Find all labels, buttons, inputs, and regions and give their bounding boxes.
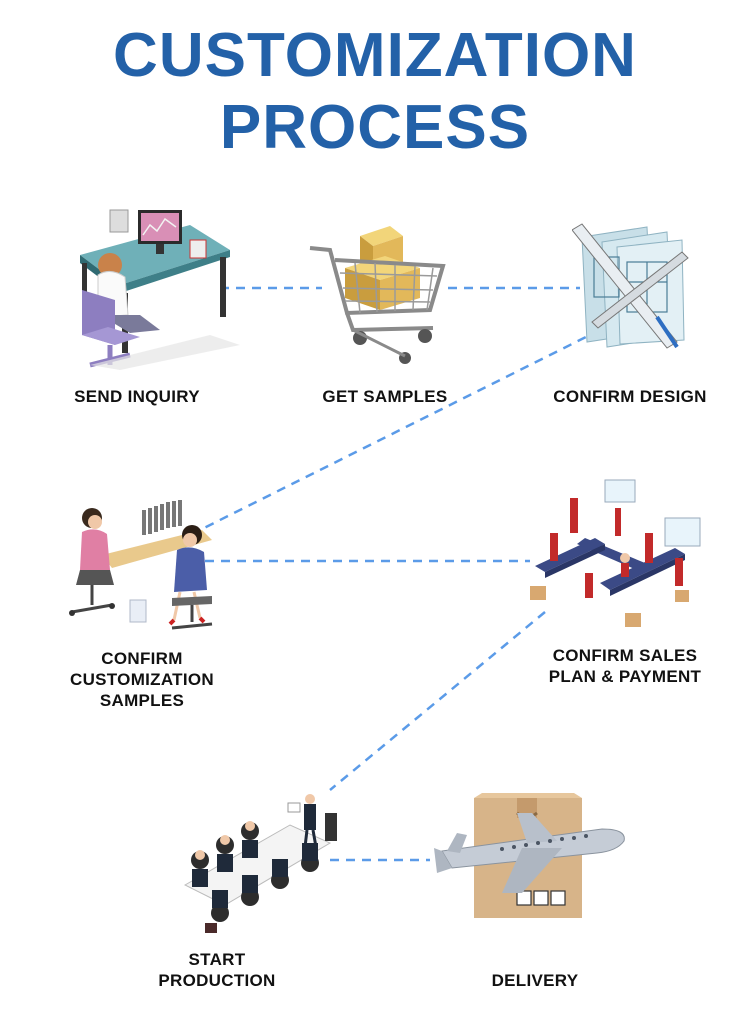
step-label-delivery: DELIVERY (491, 971, 579, 990)
meeting-women-icon (69, 500, 213, 630)
page-title-line-2: PROCESS (219, 93, 531, 162)
connector-sales-production (329, 611, 546, 791)
step-label-send-inquiry: SEND INQUIRY (74, 387, 200, 406)
step-label-start-production: START PRODUCTION (158, 950, 276, 990)
step-label-get-samples: GET SAMPLES (322, 387, 448, 406)
step-label-confirm-sales-plan-payment: CONFIRM SALES PLAN & PAYMENT (548, 646, 702, 686)
airplane-package-icon (434, 793, 625, 918)
shopping-cart-boxes-icon (309, 226, 446, 364)
step-label-confirm-customization-samples: CONFIRM CUSTOMIZATION SAMPLES (70, 649, 214, 710)
connector-design-customization (199, 328, 601, 532)
office-desk-computer-icon (80, 209, 240, 370)
factory-assembly-line-icon (530, 479, 701, 627)
blueprint-ruler-icon (572, 223, 689, 349)
page-title-line-1: CUSTOMIZATION (113, 21, 637, 90)
business-meeting-icon (183, 794, 337, 933)
step-label-confirm-design: CONFIRM DESIGN (553, 387, 707, 406)
